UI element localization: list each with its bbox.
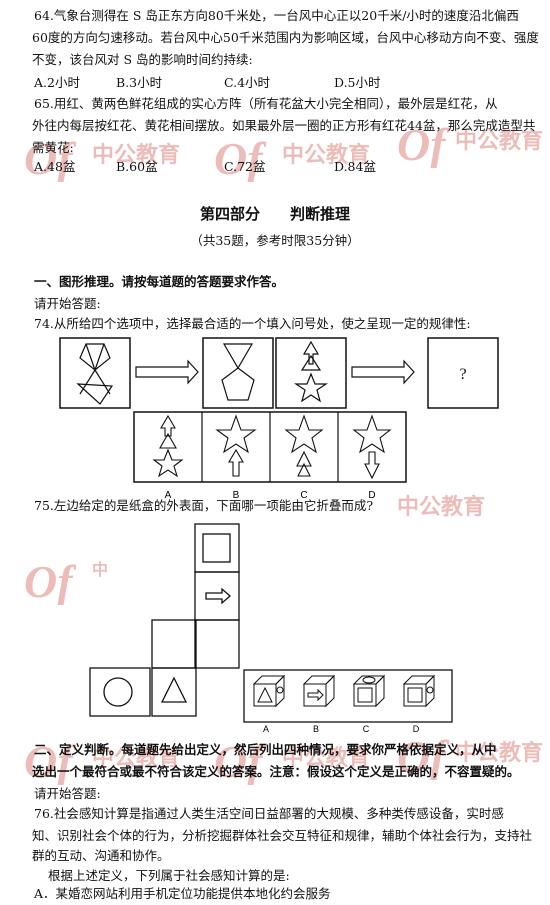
q74-label-a: A <box>165 490 172 501</box>
q74-box-1 <box>59 337 131 409</box>
q65-option-d[interactable]: D.84盆 <box>334 159 376 174</box>
q75-option-b-shape <box>302 674 336 708</box>
q75-label-a: A <box>263 724 269 734</box>
q74-box-3 <box>275 337 347 409</box>
q65-option-a[interactable]: A.48盆 <box>34 159 76 174</box>
q64-option-d[interactable]: D.5小时 <box>334 75 381 90</box>
q76-line4: 根据上述定义，下列属于社会感知计算的是: <box>48 868 290 883</box>
part2-heading-line2: 选出一个最符合或最不符合该定义的答案。注意：假设这个定义是正确的，不容置疑的。 <box>32 764 520 779</box>
q74-label-b: B <box>233 490 240 501</box>
q75-text: 75.左边给定的是纸盒的外表面，下面哪一项能由它折叠而成? <box>34 498 374 513</box>
q74-box-2 <box>202 337 274 409</box>
q74-arrow-1 <box>135 359 199 385</box>
q75-options-frame <box>243 669 453 723</box>
section-title: 第四部分 判断推理 <box>199 205 350 223</box>
part1-start: 请开始答题: <box>34 296 101 311</box>
q74-question-mark: ? <box>459 366 466 383</box>
q74-figure-2-shape <box>221 343 255 401</box>
q64-line2: 60度的方向匀速移动。若台风中心50千米范围内为影响区域，台风中心移动方向不变、… <box>32 30 539 45</box>
q65-option-b[interactable]: B.60盆 <box>116 159 158 174</box>
q74-label-c: C <box>300 490 307 501</box>
q75-label-c: C <box>363 724 370 734</box>
section-subtitle: （共35题，参考时限35分钟） <box>190 233 360 248</box>
q75-figure: A B C D <box>89 523 453 734</box>
q74-option-a-shape <box>152 414 184 478</box>
q74-figure-3-shape <box>294 340 328 403</box>
q74-box-question <box>427 337 499 409</box>
q64-option-a[interactable]: A.2小时 <box>34 75 80 90</box>
q64-option-c[interactable]: C.4小时 <box>224 75 271 90</box>
q75-net-top <box>194 523 240 573</box>
q65-option-c[interactable]: C.72盆 <box>224 159 266 174</box>
q65-line1: 65.用红、黄两色鲜花组成的实心方阵（所有花盆大小完全相同），最外层是红花，从 <box>34 96 498 111</box>
q65-options: A.48盆 B.60盆 C.72盆 D.84盆 <box>0 156 550 176</box>
q75-label-d: D <box>413 724 420 734</box>
q65-line3: 需黄花: <box>32 140 74 155</box>
q64-line3: 不变，该台风对 S 岛的影响时间约持续: <box>32 52 253 67</box>
q74-figure: ? A B C D <box>59 337 499 501</box>
q76-line1: 76.社会感知计算是指通过人类生活空间日益部署的大规模、多种类传感设备，实时感 <box>34 806 504 821</box>
q76-line2: 知、识别社会个体的行为，分析挖掘群体社会交互特征和规律，辅助个体社会行为，支持社 <box>32 828 533 843</box>
q75-net-circle-face <box>89 667 151 717</box>
q65-line2: 外往内每层按红花、黄花相间摆放。如果最外层一圈的正方形有红花44盆，那么完成造型… <box>32 118 536 133</box>
q74-option-b-shape <box>215 414 257 477</box>
q74-text: 74.从所给四个选项中，选择最合适的一个填入问号处，使之呈现一定的规律性: <box>34 316 471 331</box>
q64-line1: 64.气象台测得在 S 岛正东方向80千米处，一台风中心正以20千米/小时的速度… <box>34 8 519 23</box>
q75-net-arrow-face <box>194 571 240 621</box>
part2-start: 请开始答题: <box>34 786 101 801</box>
q74-option-d-shape <box>352 414 392 480</box>
part2-heading-line1: 二、定义判断。每道题先给出定义，然后列出四种情况，要求你严格依据定义，从中 <box>34 742 497 757</box>
q64-options: A.2小时 B.3小时 C.4小时 D.5小时 <box>0 72 550 92</box>
q74-option-c-shape <box>284 414 324 477</box>
q76-option-a[interactable]: A．某婚恋网站利用手机定位功能提供本地化约会服务 <box>34 886 331 901</box>
q75-label-b: B <box>313 724 319 734</box>
q74-arrow-2 <box>351 359 415 385</box>
q75-option-d-shape <box>402 674 436 708</box>
part1-heading: 一、图形推理。请按每道题的答题要求作答。 <box>34 274 285 289</box>
q64-option-b[interactable]: B.3小时 <box>116 75 163 90</box>
q76-line3: 群的互动、沟通和协作。 <box>32 848 170 863</box>
q74-figure-1-shape <box>76 343 114 405</box>
q75-net-mid <box>151 619 197 669</box>
q74-label-d: D <box>368 490 375 501</box>
q75-option-a-shape <box>252 674 286 708</box>
q75-option-c-shape <box>352 674 386 708</box>
